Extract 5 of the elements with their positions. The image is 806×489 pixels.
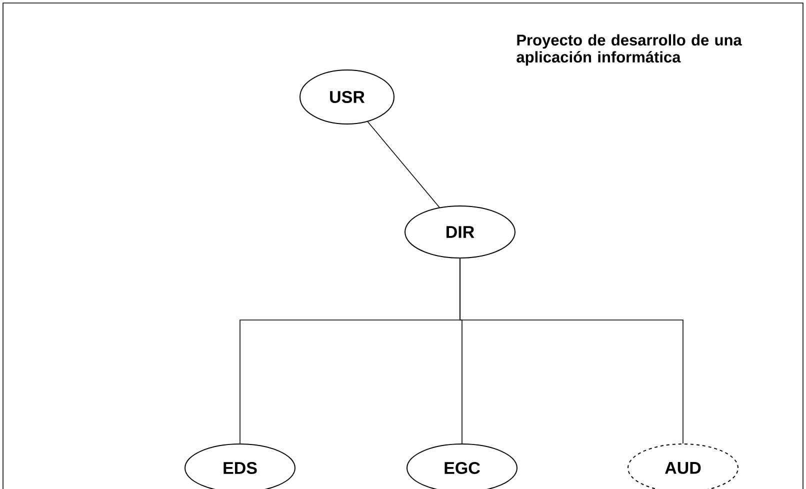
title: Proyecto de desarrollo de una aplicación informática (516, 34, 742, 66)
ellipse-node: DIR (404, 206, 516, 258)
connector-line (460, 258, 684, 444)
connector-line (367, 121, 440, 208)
ellipse-node: USR (300, 70, 394, 124)
